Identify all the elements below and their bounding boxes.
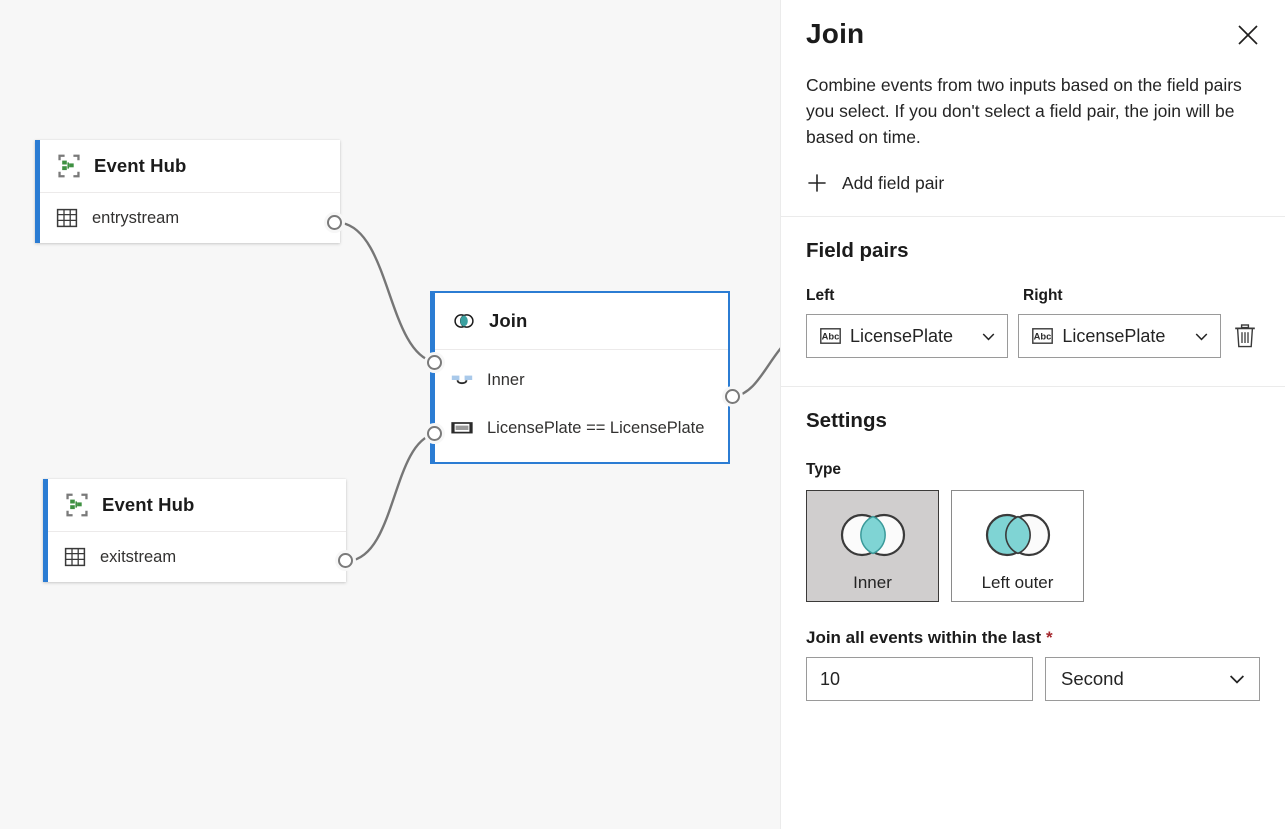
section-divider — [781, 216, 1285, 217]
join-properties-panel: Join Combine events from two inputs base… — [780, 0, 1285, 829]
chevron-down-icon — [1195, 332, 1208, 340]
join-type-left-outer-option[interactable]: Left outer — [951, 490, 1084, 602]
panel-description: Combine events from two inputs based on … — [806, 75, 1242, 147]
node-join-type-row[interactable]: Inner — [435, 356, 728, 404]
delete-field-pair-button[interactable] — [1231, 319, 1260, 353]
field-pair-row: Abc LicensePlate Abc LicensePlate — [806, 314, 1260, 358]
node-condition-label: LicensePlate == LicensePlate — [487, 418, 705, 437]
edge-entrystream-to-join — [341, 221, 435, 364]
panel-title: Join — [806, 18, 865, 49]
join-window-unit-dropdown[interactable]: Second — [1045, 657, 1260, 701]
port-join-input-right[interactable] — [427, 426, 442, 441]
section-divider — [781, 386, 1285, 387]
event-hub-icon — [66, 493, 88, 517]
node-title: Event Hub — [102, 494, 195, 515]
edge-join-output — [732, 347, 780, 399]
panel-header: Join — [781, 0, 1285, 50]
trash-icon — [1235, 324, 1256, 348]
node-header: Join — [435, 293, 728, 349]
port-join-output[interactable] — [725, 389, 740, 404]
node-header: Event Hub — [40, 140, 340, 192]
venn-inner-icon — [840, 513, 905, 557]
node-stream-row[interactable]: entrystream — [40, 193, 340, 243]
required-marker: * — [1045, 628, 1053, 647]
node-condition-row[interactable]: LicensePlate == LicensePlate — [435, 404, 728, 452]
join-type-options: Inner Left outer — [806, 490, 1260, 602]
abc-string-icon: Abc — [1032, 328, 1054, 344]
add-field-pair-button[interactable]: Add field pair — [806, 168, 1260, 198]
join-window-label-text: Join all events within the last — [806, 628, 1042, 647]
close-icon — [1238, 25, 1258, 45]
panel-description-block: Combine events from two inputs based on … — [781, 72, 1285, 198]
left-field-value: LicensePlate — [850, 325, 954, 346]
svg-text:Abc: Abc — [1034, 331, 1052, 342]
node-event-hub-entrystream[interactable]: Event Hub entrystream — [35, 140, 340, 243]
flow-canvas[interactable]: Event Hub entrystream — [0, 0, 780, 829]
join-type-inner-option[interactable]: Inner — [806, 490, 939, 602]
node-join[interactable]: Join Inner — [430, 291, 730, 464]
right-field-dropdown[interactable]: Abc LicensePlate — [1018, 314, 1221, 358]
node-stream-label: exitstream — [100, 547, 177, 566]
node-stream-label: entrystream — [92, 208, 180, 227]
left-field-dropdown[interactable]: Abc LicensePlate — [806, 314, 1009, 358]
node-join-type-label: Inner — [487, 370, 525, 389]
node-body: Inner LicensePlate == LicensePlate — [435, 350, 728, 462]
node-event-hub-exitstream[interactable]: Event Hub exitstream — [43, 479, 346, 582]
join-window-controls: Second — [806, 657, 1260, 701]
chevron-down-icon — [983, 332, 995, 340]
node-header: Event Hub — [48, 479, 346, 531]
plus-icon — [808, 174, 826, 192]
field-pairs-section: Field pairs Left Right Abc LicensePlate — [781, 239, 1285, 358]
join-window-unit-value: Second — [1061, 668, 1124, 689]
field-pairs-title: Field pairs — [806, 239, 909, 262]
node-title: Join — [489, 310, 528, 331]
close-button[interactable] — [1231, 18, 1265, 52]
venn-left-outer-icon — [985, 513, 1050, 557]
svg-text:Abc: Abc — [822, 331, 840, 342]
join-window-label: Join all events within the last * — [806, 628, 1260, 648]
join-type-inner-label: Inner — [853, 573, 892, 592]
condition-icon — [451, 422, 473, 434]
node-title: Event Hub — [94, 155, 187, 176]
table-icon — [64, 547, 86, 567]
node-divider — [40, 192, 340, 193]
chevron-down-icon — [1229, 675, 1245, 684]
left-column-label: Left — [806, 287, 835, 304]
right-field-value: LicensePlate — [1062, 325, 1166, 346]
node-divider — [435, 349, 728, 350]
port-join-input-left[interactable] — [427, 355, 442, 370]
table-icon — [56, 208, 78, 228]
join-window-value-input[interactable] — [806, 657, 1033, 701]
settings-title: Settings — [806, 409, 887, 432]
abc-string-icon: Abc — [820, 328, 841, 344]
type-label: Type — [806, 461, 842, 478]
node-stream-row[interactable]: exitstream — [48, 532, 346, 582]
settings-section: Settings Type Inner — [781, 409, 1285, 701]
join-type-left-outer-label: Left outer — [981, 573, 1054, 592]
event-hub-icon — [58, 154, 80, 178]
field-pairs-column-headers: Left Right — [806, 287, 1260, 305]
venn-join-icon — [454, 314, 474, 328]
node-divider — [48, 531, 346, 532]
edge-layer — [341, 221, 780, 563]
join-type-icon — [451, 375, 473, 385]
right-column-label: Right — [1023, 287, 1063, 304]
port-entrystream-output[interactable] — [327, 215, 342, 230]
add-field-pair-label: Add field pair — [842, 172, 945, 193]
edge-exitstream-to-join — [348, 432, 435, 563]
port-exitstream-output[interactable] — [338, 553, 353, 568]
